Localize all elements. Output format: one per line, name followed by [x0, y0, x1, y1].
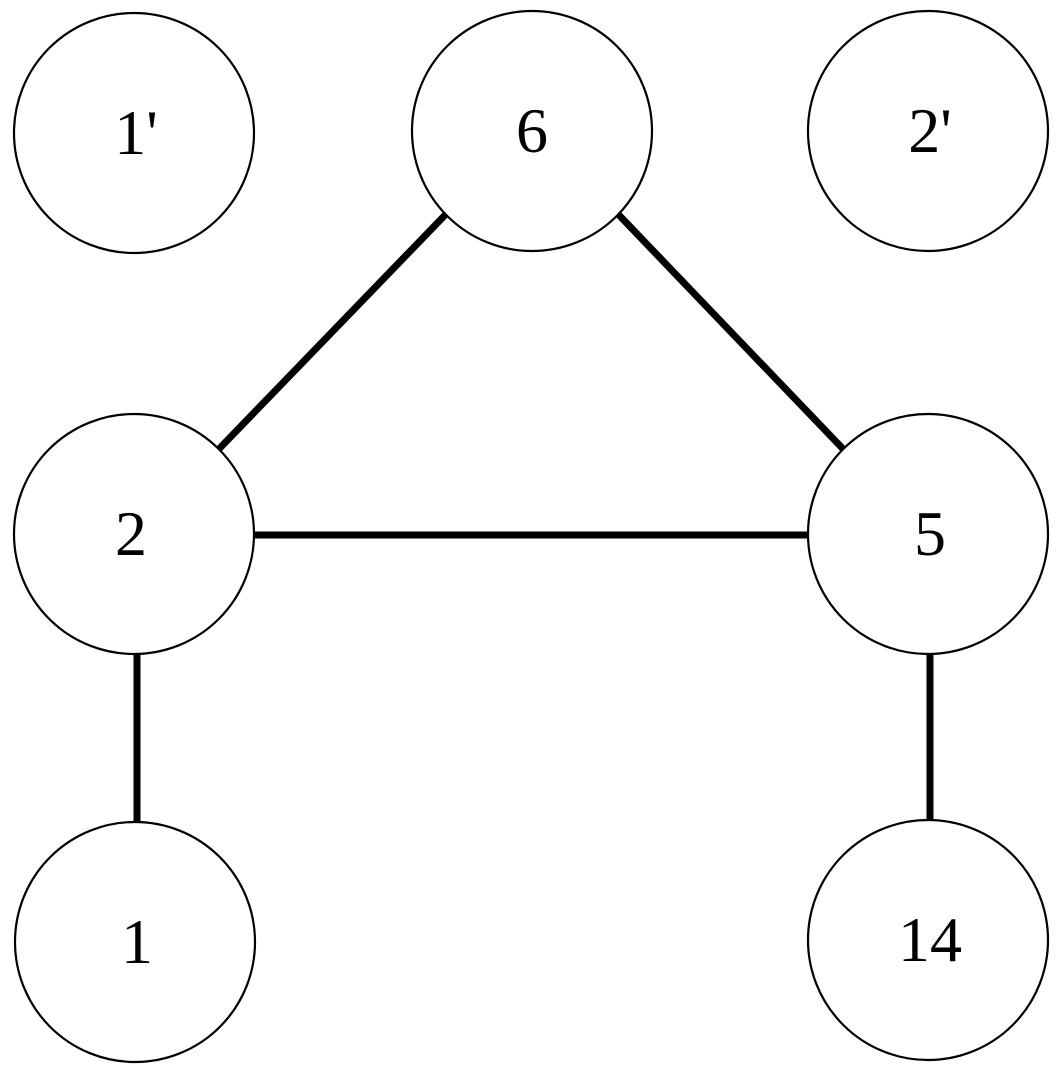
node-label-14: 14 [898, 904, 962, 975]
node-circle-2-prime[interactable] [806, 9, 1050, 253]
node-1-prime[interactable]: 1' [12, 11, 256, 255]
edge-2-6[interactable] [214, 209, 451, 454]
node-layer: 1' 6 2' 2 5 1 [12, 9, 1050, 1064]
node-circle-1[interactable] [13, 820, 257, 1064]
node-circle-2[interactable] [12, 412, 256, 656]
node-label-2: 2 [115, 498, 147, 569]
node-2[interactable]: 2 [12, 412, 256, 656]
edge-6-5[interactable] [613, 209, 849, 455]
node-circle-14[interactable] [806, 818, 1050, 1062]
node-label-5: 5 [914, 498, 946, 569]
edge-layer [133, 209, 934, 823]
node-label-6: 6 [516, 95, 548, 166]
node-circle-6[interactable] [410, 9, 654, 253]
node-6[interactable]: 6 [410, 9, 654, 253]
node-label-1-prime: 1' [114, 97, 158, 168]
node-2-prime[interactable]: 2' [806, 9, 1050, 253]
node-5[interactable]: 5 [806, 412, 1050, 656]
node-circle-5[interactable] [806, 412, 1050, 656]
node-14[interactable]: 14 [806, 818, 1050, 1062]
node-label-2-prime: 2' [908, 95, 952, 166]
node-label-1: 1 [121, 906, 153, 977]
node-circle-1-prime[interactable] [12, 11, 256, 255]
node-1[interactable]: 1 [13, 820, 257, 1064]
